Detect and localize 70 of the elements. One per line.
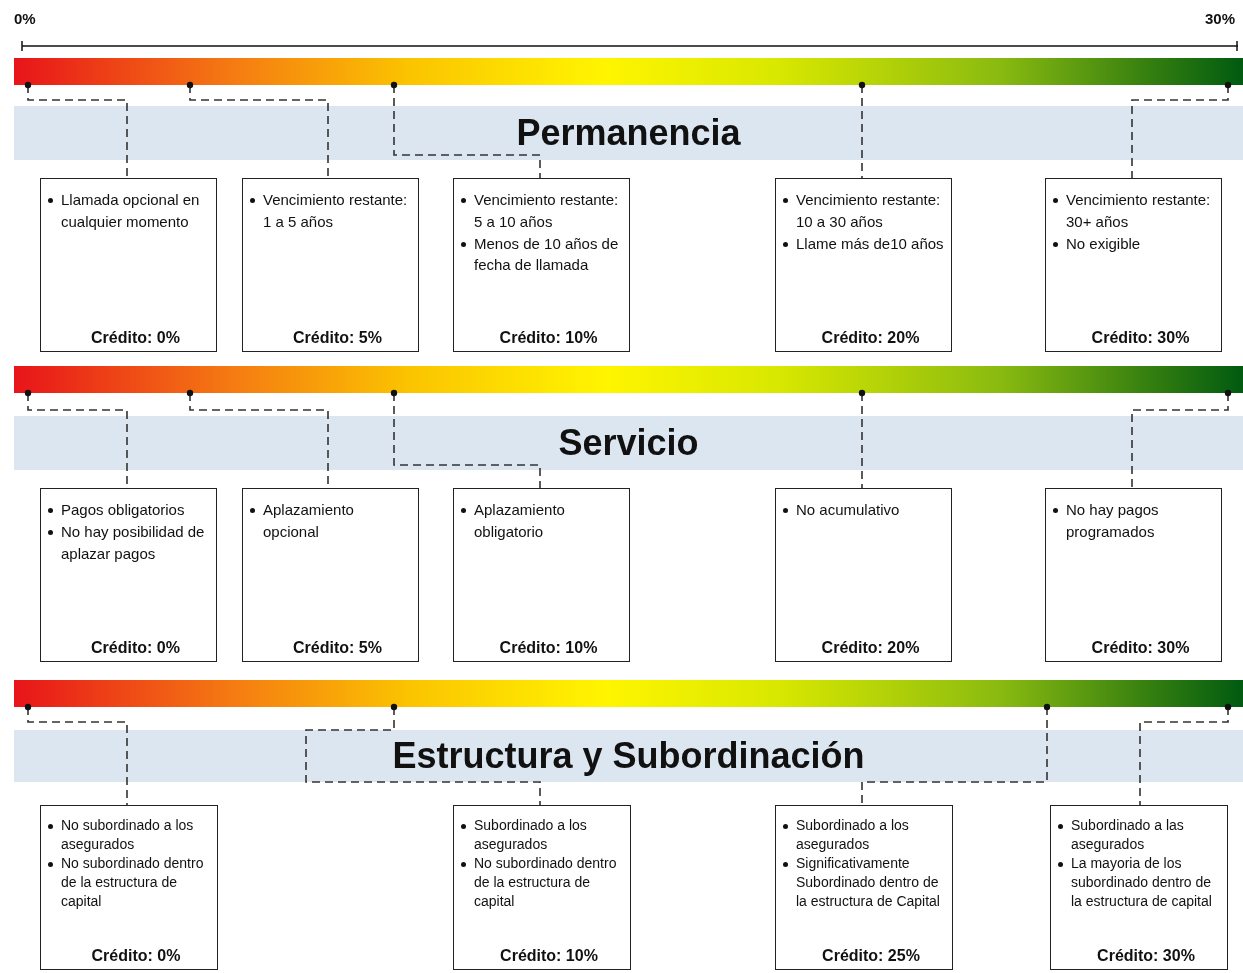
criteria-box (1050, 805, 1228, 970)
bullet-text: Aplazamiento obligatorio (474, 499, 623, 543)
bullet-text: La mayoria de los subordinado dentro de la estructura de capital (1071, 853, 1221, 911)
gradient-scale-bar (14, 58, 1243, 85)
criteria-box (40, 178, 217, 352)
criteria-box (242, 178, 419, 352)
section-heading-band: Estructura y Subordinación (14, 730, 1243, 782)
credit-label: Crédito: 30% (1091, 639, 1190, 657)
bullet-text: No subordinado dentro de la estructura de capital (61, 853, 211, 911)
scale-label: 0% (14, 10, 36, 27)
criteria-box (453, 178, 630, 352)
bullet-text: Vencimiento restante: 30+ años (1066, 189, 1215, 233)
credit-label: Crédito: 5% (293, 329, 382, 347)
section-heading-band: Servicio (14, 416, 1243, 470)
bullet-text: No exigible (1066, 232, 1215, 255)
bullet-text: Llamada opcional en cualquier momento (61, 189, 210, 233)
leader-line (858, 389, 866, 489)
bullet-text: Subordinado a los asegurados (474, 816, 624, 854)
credit-label: Crédito: 30% (1097, 947, 1195, 965)
gradient-scale-bar (14, 366, 1243, 393)
credit-label: Crédito: 10% (500, 947, 598, 965)
leader-line (390, 81, 541, 179)
leader-line (305, 703, 541, 806)
bullet-text: No acumulativo (796, 499, 945, 521)
criteria-box (453, 488, 630, 662)
bullet-text: Pagos obligatorios (61, 499, 210, 521)
leader-line (24, 81, 128, 179)
section-heading-band: Permanencia (14, 106, 1243, 160)
criteria-box (40, 488, 217, 662)
leader-line (1131, 389, 1232, 489)
bullet-text: Vencimiento restante: 10 a 30 años (796, 189, 945, 233)
bullet-text: Vencimiento restante: 5 a 10 años (474, 189, 623, 233)
bullet-text: Menos de 10 años de fecha de llamada (474, 232, 623, 276)
gradient-scale-bar (14, 680, 1243, 707)
credit-label: Crédito: 20% (821, 329, 920, 347)
criteria-box (242, 488, 419, 662)
leader-line (1139, 703, 1232, 806)
credit-label: Crédito: 30% (1091, 329, 1190, 347)
bullet-text: No subordinado dentro de la estructura de capital (474, 853, 624, 911)
criteria-box (775, 178, 952, 352)
bullet-text: Significativamente Subordinado dentro de la estructura de Capital (796, 853, 946, 911)
credit-label: Crédito: 10% (499, 329, 598, 347)
bullet-text: Vencimiento restante: 1 a 5 años (263, 189, 412, 233)
credit-label: Crédito: 0% (91, 639, 180, 657)
leader-line (858, 81, 866, 179)
credit-label: Crédito: 20% (821, 639, 920, 657)
credit-label: Crédito: 0% (91, 947, 181, 965)
bullet-text: Aplazamiento opcional (263, 499, 412, 543)
credit-label: Crédito: 10% (499, 639, 598, 657)
leader-line (390, 389, 541, 489)
bullet-text: No subordinado a los asegurados (61, 816, 211, 854)
bullet-text: No hay pagos programados (1066, 499, 1215, 543)
credit-label: Crédito: 5% (293, 639, 382, 657)
criteria-box (1045, 488, 1222, 662)
bullet-text: Llame más de10 años (796, 232, 945, 255)
leader-line (24, 703, 128, 806)
leader-line (1131, 81, 1232, 179)
bullet-text: Subordinado a las asegurados (1071, 816, 1221, 854)
criteria-box (40, 805, 218, 970)
criteria-box (775, 488, 952, 662)
criteria-box (1045, 178, 1222, 352)
credit-label: Crédito: 25% (822, 947, 920, 965)
leader-line (861, 703, 1051, 806)
credit-label: Crédito: 0% (91, 329, 180, 347)
scale-label: 30% (1205, 10, 1236, 27)
criteria-box (453, 805, 631, 970)
bullet-text: No hay posibilidad de aplazar pagos (61, 520, 210, 565)
bullet-text: Subordinado a los asegurados (796, 816, 946, 854)
criteria-box (775, 805, 953, 970)
leader-line (186, 81, 329, 179)
